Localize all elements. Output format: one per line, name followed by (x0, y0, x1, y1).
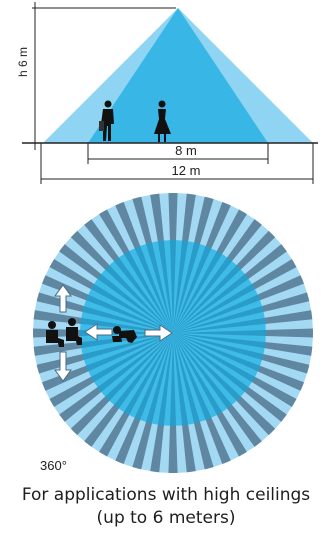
arrow-left-icon (84, 323, 113, 341)
inner-ray (103, 243, 173, 333)
inner-ray (83, 333, 173, 403)
inner-detection-cone (88, 8, 268, 143)
inner-ray (92, 252, 173, 333)
inner-ray (173, 333, 266, 379)
inner-ray (173, 240, 232, 333)
inner-ray (173, 333, 219, 426)
arrow-up-icon (54, 284, 72, 313)
inner-ray (80, 333, 173, 392)
inner-ray (80, 274, 173, 333)
inner-ray (155, 333, 173, 426)
arrow-down-icon (54, 351, 72, 382)
inner-ray (173, 240, 191, 333)
inner-ray (173, 263, 263, 333)
inner-ray (103, 333, 173, 423)
inner-ray (173, 240, 205, 333)
inner-ray (173, 301, 266, 333)
inner-ray (80, 333, 173, 365)
inner-ray (173, 333, 191, 426)
inner-ray (173, 243, 243, 333)
height-label: h 6 m (16, 47, 30, 77)
inner-ray (173, 333, 254, 414)
inner-width-label: 8 m (175, 143, 197, 158)
inner-ray (173, 315, 266, 333)
inner-ray (173, 333, 266, 392)
inner-ray (114, 240, 173, 333)
inner-coverage-zone (80, 240, 266, 426)
person-standing-icon (154, 100, 171, 142)
inner-ray (80, 301, 173, 333)
inner-ray (127, 240, 173, 333)
height-dimension: h 6 m (16, 2, 38, 150)
inner-ray (127, 333, 173, 426)
person-sitting-icon (46, 318, 82, 347)
arrow-right-icon (144, 324, 173, 342)
inner-ray (83, 263, 173, 333)
inner-ray (80, 287, 173, 333)
inner-ray (92, 333, 173, 414)
person-crawling-icon (112, 326, 137, 343)
outer-width-dimension: 12 m (40, 143, 314, 184)
caption: For applications with high ceilings (up … (0, 484, 332, 530)
inner-ray (173, 252, 254, 333)
inner-ray (173, 240, 219, 333)
inner-ray (173, 329, 266, 337)
inner-ray (155, 240, 173, 333)
inner-ray (80, 315, 173, 333)
inner-ray (173, 287, 266, 333)
caption-line-2: (up to 6 meters) (96, 508, 236, 528)
inner-ray (169, 333, 177, 426)
inner-width-dimension: 8 m (87, 143, 269, 164)
inner-ray (173, 333, 232, 426)
person-walking-icon (99, 100, 114, 141)
inner-ray (173, 333, 263, 403)
inner-ray (141, 240, 173, 333)
inner-rays (80, 240, 266, 426)
inner-ray (173, 333, 266, 365)
outer-width-label: 12 m (172, 163, 201, 178)
top-view: 360° (33, 193, 313, 473)
inner-ray (173, 333, 243, 423)
inner-ray (173, 274, 266, 333)
inner-ray (173, 333, 205, 426)
angle-label: 360° (40, 458, 67, 473)
side-view: h 6 m 8 m 12 m (16, 2, 318, 184)
inner-ray (114, 333, 173, 426)
inner-ray (169, 240, 177, 333)
caption-line-1: For applications with high ceilings (21, 485, 311, 505)
inner-ray (173, 333, 266, 351)
inner-ray (141, 333, 173, 426)
inner-ray (80, 333, 173, 379)
